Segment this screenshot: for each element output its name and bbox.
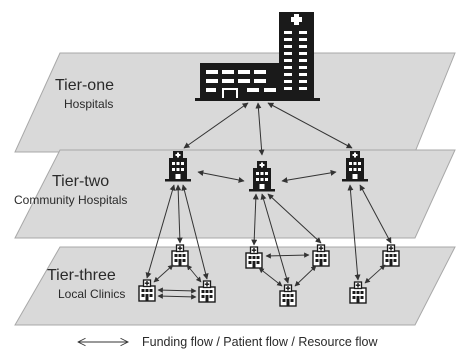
arrows-tier3 — [153, 252, 386, 300]
arrow — [265, 252, 310, 259]
arrow — [347, 184, 361, 281]
tier-three-title: Tier-three — [47, 267, 116, 284]
arrow — [157, 293, 197, 300]
tier-one-subtitle: Hospitals — [64, 97, 113, 111]
arrows-tier1-tier2 — [183, 102, 353, 156]
tier-one-title: Tier-one — [55, 77, 114, 94]
legend: Funding flow / Patient flow / Resource f… — [78, 335, 379, 349]
arrow — [255, 102, 265, 156]
arrow — [145, 184, 176, 279]
arrow — [157, 287, 197, 294]
tier-three-subtitle: Local Clinics — [58, 287, 125, 301]
arrow — [153, 264, 174, 283]
legend-text: Funding flow / Patient flow / Resource f… — [142, 335, 379, 349]
arrow — [258, 267, 283, 287]
arrow — [267, 102, 353, 149]
arrows-tier2 — [197, 169, 337, 184]
arrow — [183, 102, 249, 149]
arrow — [175, 184, 183, 244]
large-hospital-icon — [195, 12, 320, 101]
arrows-tier2-tier3 — [145, 184, 392, 284]
tier-two-title: Tier-two — [52, 173, 109, 190]
arrow — [251, 193, 259, 246]
arrow — [181, 184, 209, 280]
arrow — [267, 193, 322, 244]
arrow — [186, 264, 202, 283]
arrow — [364, 264, 386, 284]
arrow — [359, 184, 392, 244]
arrow — [294, 265, 317, 287]
tier-two-plane — [14, 149, 456, 239]
arrow — [281, 169, 337, 184]
arrow — [197, 170, 245, 183]
tier-two-subtitle: Community Hospitals — [14, 193, 127, 207]
